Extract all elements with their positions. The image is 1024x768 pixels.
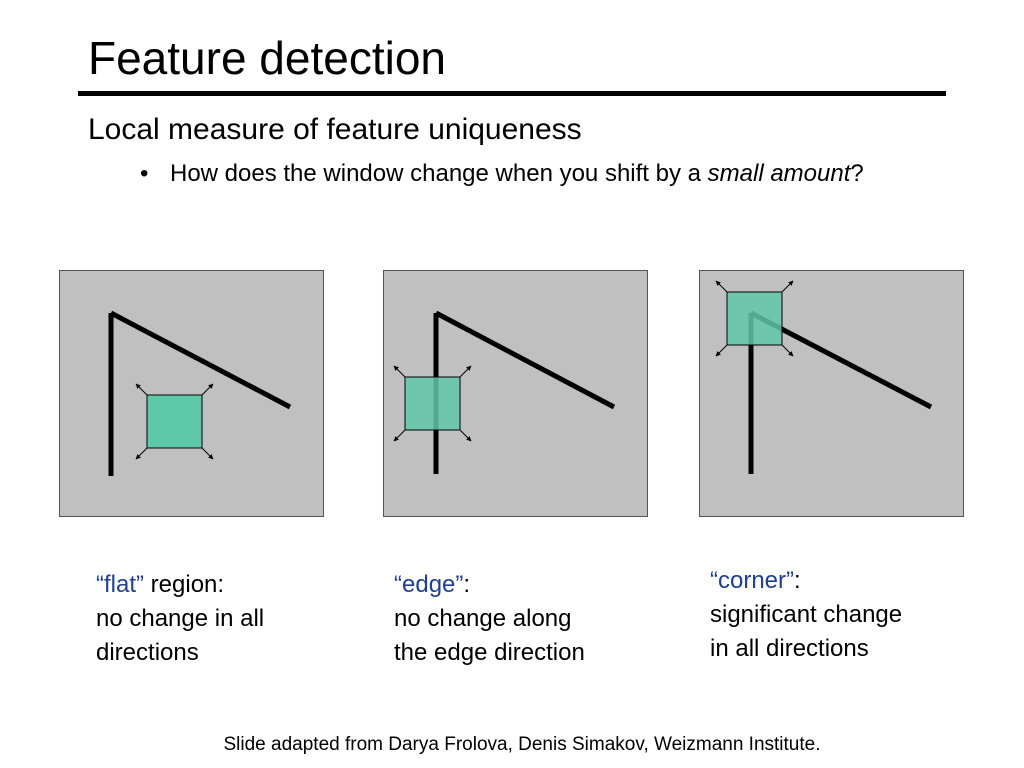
corner-panel [699,270,964,517]
shift-arrows [393,365,472,442]
edge-quote: “edge” [394,571,464,598]
corner-caption-line2: significant change [710,601,903,628]
edge-caption-rest: : [463,571,471,598]
title-rule [78,91,946,96]
window-square [726,291,783,346]
shift-arrows [135,383,214,460]
window-square [404,376,461,431]
edge-caption: “edge”: no change along the edge directi… [394,568,585,670]
window-square [146,394,203,449]
flat-illustration [108,310,292,476]
edge-caption-line3: the edge direction [394,639,585,666]
shift-arrows [715,280,794,357]
corner-caption-line1: “corner”: [710,564,902,598]
edge-caption-line2: no change along [394,605,572,632]
flat-quote: “flat” [96,571,144,598]
bullet-point: • How does the window change when you shi… [140,159,864,189]
corner-caption: “corner”: significant change in all dire… [710,564,902,666]
edge-illustration [393,310,616,474]
flat-caption: “flat” region: no change in all directio… [96,568,264,670]
slide-title: Feature detection [88,32,447,84]
corner-quote: “corner” [710,567,795,594]
bullet-text: How does the window change when you shif… [170,160,708,187]
flat-caption-line2: no change in all [96,605,265,632]
slide-footer: Slide adapted from Darya Frolova, Denis … [223,734,821,755]
triangle-lines [108,310,292,476]
edge-caption-line1: “edge”: [394,568,585,602]
triangle-lines [433,310,616,474]
corner-caption-line3: in all directions [710,635,869,662]
corner-caption-rest: : [794,567,801,594]
flat-panel [59,270,324,517]
flat-caption-line1: “flat” region: [96,568,264,602]
edge-panel [383,270,648,517]
flat-caption-rest: region: [144,571,225,598]
slide-subtitle: Local measure of feature uniqueness [88,113,582,146]
bullet-emphasis: small amount [707,160,851,187]
bullet-dot: • [140,160,149,187]
flat-caption-line3: directions [96,639,199,666]
corner-illustration [715,280,933,474]
bullet-end: ? [850,160,864,187]
